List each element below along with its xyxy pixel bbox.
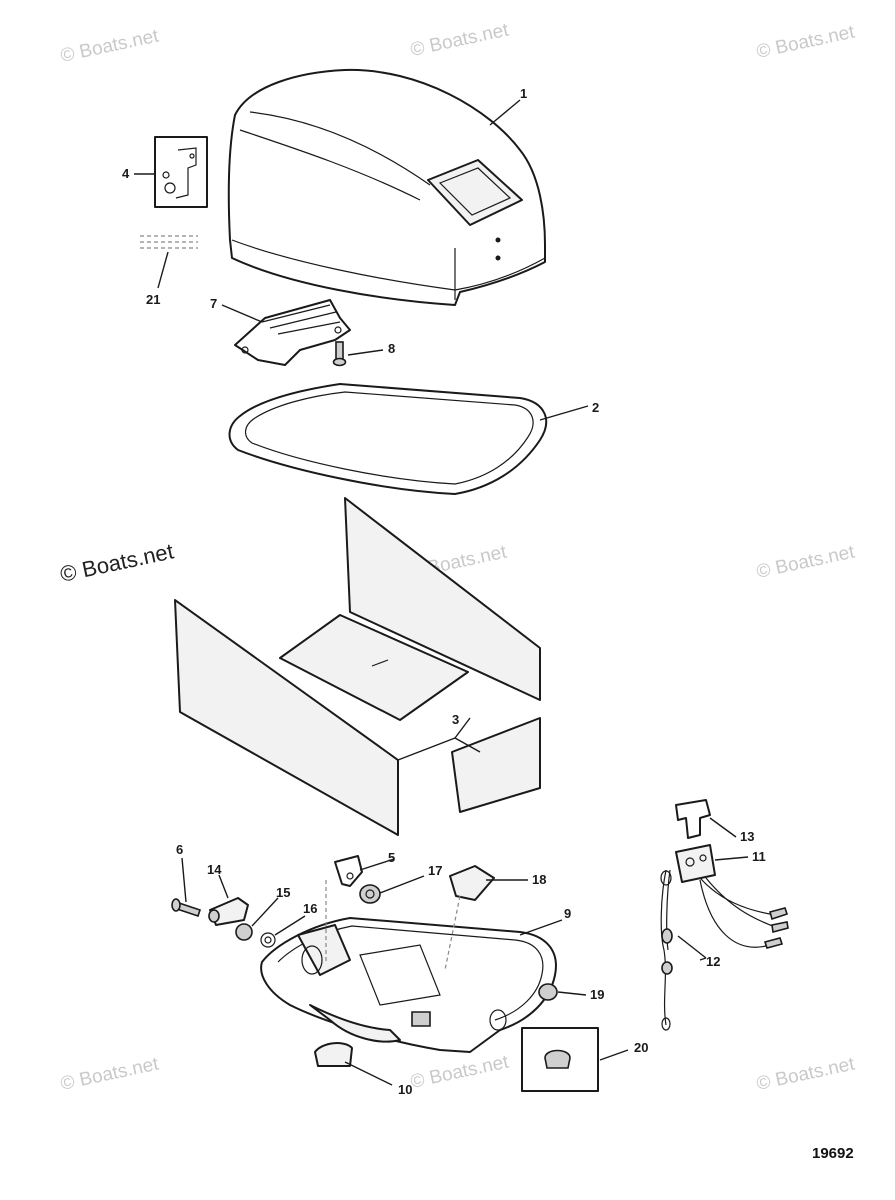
callout-9: 9 xyxy=(564,906,571,921)
callout-5: 5 xyxy=(388,850,395,865)
part-21-placeholder xyxy=(140,235,198,289)
callout-13: 13 xyxy=(740,829,754,844)
callout-8: 8 xyxy=(388,341,395,356)
part-grommet-10 xyxy=(314,1042,353,1067)
part-nut-15 xyxy=(235,923,253,941)
part-lanyard-clip-13 xyxy=(675,799,711,839)
watermark-bottom-left: © Boats.net xyxy=(59,1054,161,1095)
callout-17: 17 xyxy=(428,863,442,878)
callout-20: 20 xyxy=(634,1040,648,1055)
callout-3: 3 xyxy=(452,712,459,727)
part-cowl-seal xyxy=(228,383,548,495)
part-lanyard-12 xyxy=(660,869,673,1031)
callout-numbers: 1 2 3 4 5 6 7 8 9 10 11 12 13 14 15 16 1… xyxy=(122,86,766,1097)
part-handle-14 xyxy=(208,897,249,926)
part-stop-switch-11 xyxy=(675,844,789,949)
callout-16: 16 xyxy=(303,901,317,916)
part-washer-16 xyxy=(260,932,276,948)
figure-number: 19692 xyxy=(812,1145,854,1162)
watermark-mid-right: © Boats.net xyxy=(755,542,857,583)
callout-10: 10 xyxy=(398,1082,412,1097)
callout-2: 2 xyxy=(592,400,599,415)
watermark-top-center: © Boats.net xyxy=(409,20,511,61)
callout-18: 18 xyxy=(532,872,546,887)
callout-7: 7 xyxy=(210,296,217,311)
callout-15: 15 xyxy=(276,885,290,900)
part-clip-18 xyxy=(449,865,495,901)
callout-21: 21 xyxy=(146,292,160,307)
leader-lines xyxy=(134,99,749,1086)
dashed-guides xyxy=(325,880,461,971)
watermark-dark: © Boats.net xyxy=(58,538,176,586)
part-screw-6 xyxy=(171,898,202,918)
callout-4: 4 xyxy=(122,166,130,181)
watermark-top-left: © Boats.net xyxy=(59,26,161,67)
part-latch-bracket-kit xyxy=(154,136,208,208)
watermark-bottom-center: © Boats.net xyxy=(409,1052,511,1093)
part-insulation-panels xyxy=(174,497,541,836)
part-grommet-19 xyxy=(538,983,558,1001)
watermark-bottom-right: © Boats.net xyxy=(755,1054,857,1095)
callout-6: 6 xyxy=(176,842,183,857)
callout-11: 11 xyxy=(752,849,766,864)
callout-12: 12 xyxy=(706,954,720,969)
callout-14: 14 xyxy=(207,862,222,877)
watermark-top-right: © Boats.net xyxy=(755,22,857,63)
part-screw-8 xyxy=(332,341,347,367)
callout-19: 19 xyxy=(590,987,604,1002)
part-plug-20 xyxy=(521,1027,599,1092)
part-top-cowl xyxy=(227,68,546,306)
part-bottom-cowl xyxy=(260,917,557,1053)
callout-1: 1 xyxy=(520,86,527,101)
part-latch xyxy=(234,299,351,366)
part-bushing-17 xyxy=(359,884,381,904)
part-bracket-5 xyxy=(334,855,363,887)
